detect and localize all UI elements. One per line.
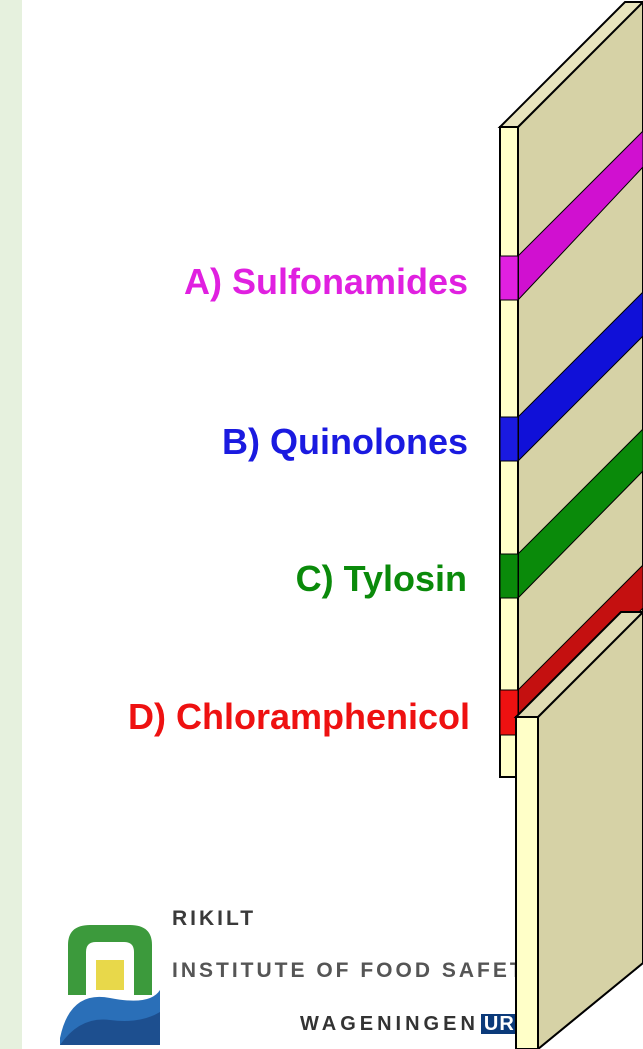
band-a-front — [500, 256, 518, 300]
band-b-front — [500, 417, 518, 461]
logo-wageningen-word: WAGENINGEN — [300, 1013, 479, 1035]
logo-ur-tag: UR — [481, 1014, 518, 1034]
band-d-front — [500, 690, 518, 735]
label-tylosin: C) Tylosin — [296, 561, 467, 597]
label-sulfonamides: A) Sulfonamides — [184, 264, 468, 300]
label-chloramphenicol: D) Chloramphenicol — [128, 699, 470, 735]
logo-rikilt-text: RIKILT — [172, 908, 256, 929]
logo-institute-text: INSTITUTE OF FOOD SAFETY — [172, 960, 543, 981]
band-c-front — [500, 554, 518, 598]
label-quinolones: B) Quinolones — [222, 424, 468, 460]
rikilt-emblem-icon — [60, 920, 160, 1045]
rikilt-logo: RIKILT INSTITUTE OF FOOD SAFETY WAGENING… — [60, 906, 620, 1049]
